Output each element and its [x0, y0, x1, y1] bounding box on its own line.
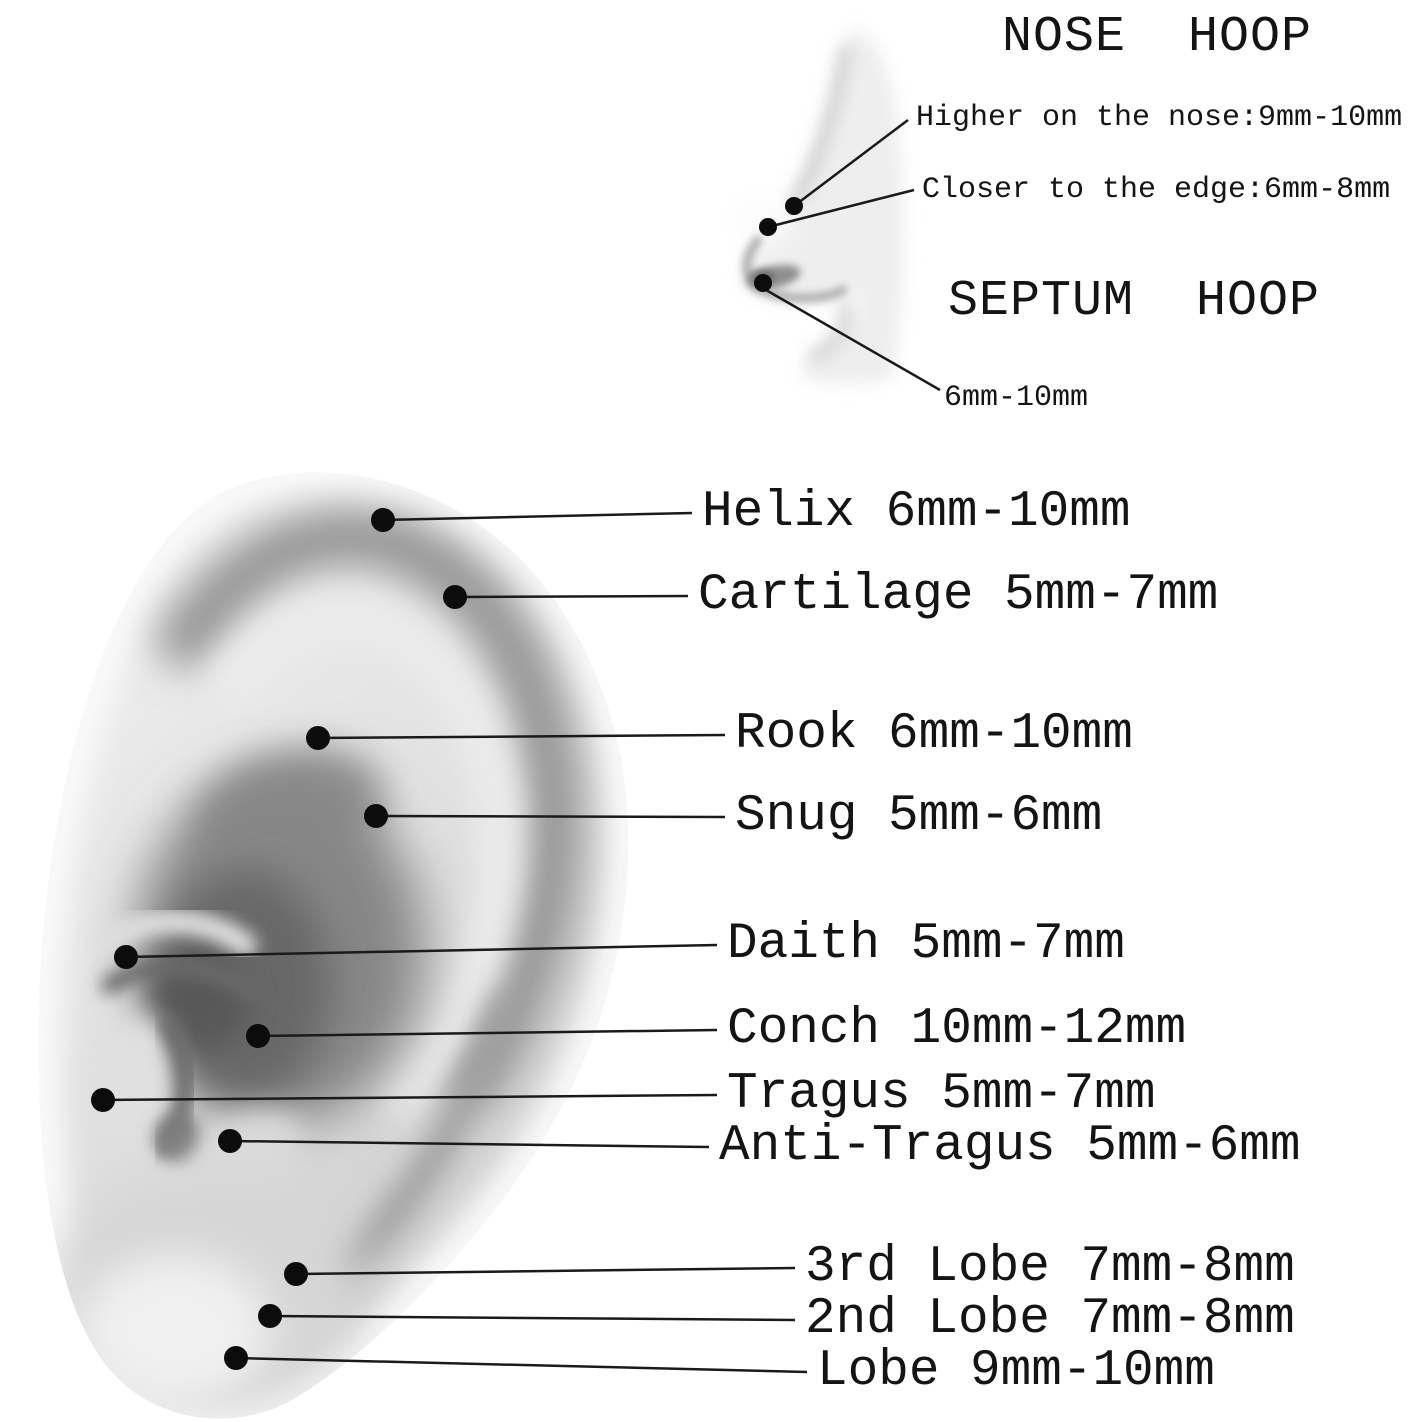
nose-hoop-title: NOSE HOOP — [1002, 9, 1313, 66]
helix-dot — [371, 508, 395, 532]
label-snug: Snug 5mm-6mm — [735, 788, 1103, 845]
leader-lines — [102, 119, 941, 1374]
helix-line — [382, 511, 693, 522]
nose-bridge-shading — [788, 44, 852, 208]
snug-dot — [364, 804, 388, 828]
lobe-line — [235, 1356, 808, 1374]
rook-line — [317, 733, 726, 740]
cartilage-dot — [443, 585, 467, 609]
label-rook: Rook 6mm-10mm — [735, 706, 1133, 763]
nose-annotation-higher: Higher on the nose:9mm-10mm — [916, 101, 1403, 135]
tragus-line — [102, 1093, 718, 1102]
second-lobe-dot — [258, 1304, 282, 1328]
second-lobe-line — [269, 1314, 796, 1322]
label-helix: Helix 6mm-10mm — [702, 484, 1131, 541]
label-daith: Daith 5mm-7mm — [727, 916, 1125, 973]
septum-dot — [754, 274, 772, 292]
antihelix-ridge-highlight — [212, 599, 523, 1118]
third-lobe-dot — [284, 1262, 308, 1286]
snug-line — [375, 814, 726, 819]
label-tragus: Tragus 5mm-7mm — [727, 1066, 1156, 1123]
nose-annotation-closer: Closer to the edge:6mm-8mm — [922, 173, 1391, 207]
label-lobe: Lobe 9mm-10mm — [817, 1343, 1215, 1400]
conch-line — [257, 1028, 718, 1038]
septum-hoop-title: SEPTUM HOOP — [948, 273, 1321, 330]
septum-size-label: 6mm-10mm — [944, 381, 1089, 415]
daith-dot — [114, 945, 138, 969]
nose-illustration — [736, 28, 904, 385]
nose-higher-dot — [785, 197, 803, 215]
piercing-dots — [91, 197, 803, 1370]
third-lobe-line — [295, 1266, 796, 1276]
septum-line — [765, 288, 941, 392]
lower-rim-shadow — [324, 994, 521, 1291]
crus-helicis-shadow — [101, 957, 259, 1001]
nose-closer-dot — [759, 218, 777, 236]
rook-dot — [306, 726, 330, 750]
ear-shading — [38, 472, 628, 1419]
label-anti-tragus: Anti-Tragus 5mm-6mm — [719, 1118, 1301, 1175]
conch-dot — [246, 1024, 270, 1048]
label-cartilage: Cartilage 5mm-7mm — [698, 567, 1219, 624]
anti-tragus-dot — [218, 1129, 242, 1153]
label-conch: Conch 10mm-12mm — [727, 1001, 1187, 1058]
label-2nd-lobe: 2nd Lobe 7mm-8mm — [805, 1291, 1295, 1348]
nose-higher-line — [793, 119, 909, 207]
intertragic-notch-shadow — [154, 1114, 202, 1162]
lobe-dot — [224, 1346, 248, 1370]
antitragus-highlight — [195, 1111, 305, 1189]
tragus-dot — [91, 1088, 115, 1112]
crus-helicis-highlight — [93, 909, 257, 957]
lobe-highlight — [80, 1255, 270, 1405]
daith-line — [125, 943, 718, 959]
scapha-groove-shadow — [157, 509, 581, 1103]
label-3rd-lobe: 3rd Lobe 7mm-8mm — [805, 1239, 1295, 1296]
nose-closer-line — [767, 188, 915, 229]
cartilage-line — [454, 594, 689, 599]
ear-illustration — [38, 472, 628, 1419]
anti-tragus-line — [229, 1139, 710, 1149]
